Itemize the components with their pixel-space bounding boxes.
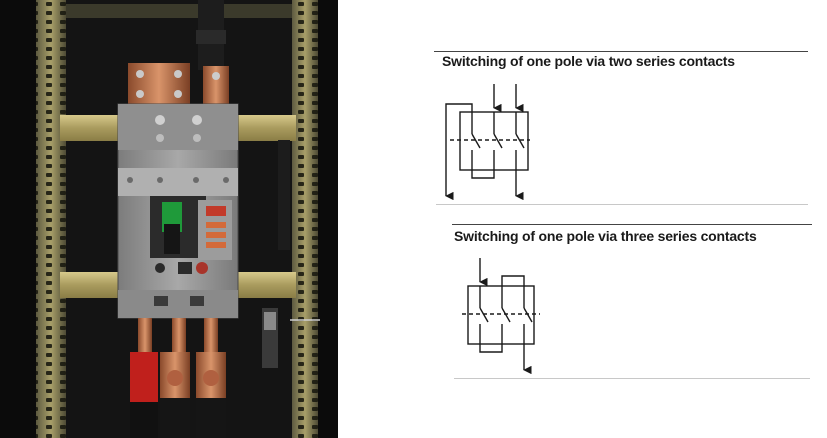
switch-contact-icon xyxy=(501,307,511,323)
red-cable-sleeve xyxy=(130,352,158,402)
schematic-two-series-contacts xyxy=(445,84,530,201)
section-divider-top xyxy=(434,51,808,52)
section-divider-second xyxy=(452,224,812,225)
cabinet-post-right xyxy=(292,0,318,438)
switch-contact-icon xyxy=(493,133,503,149)
circuit-breaker xyxy=(117,103,239,319)
outgoing-terminals xyxy=(130,318,226,438)
schematic-panel: Switching of one pole via two series con… xyxy=(338,0,827,438)
schematic-three-series-contacts xyxy=(462,258,540,374)
switch-contact-icon xyxy=(523,307,533,323)
switch-contact-icon xyxy=(515,133,525,149)
cabinet-post-left xyxy=(36,0,66,438)
busbar-top-left xyxy=(128,63,190,105)
section-title-two-contacts: Switching of one pole via two series con… xyxy=(442,53,735,69)
section-divider-mid xyxy=(436,204,808,205)
section-title-three-contacts: Switching of one pole via three series c… xyxy=(454,228,757,244)
breaker-cabinet-photo xyxy=(0,0,338,438)
switch-contact-icon xyxy=(479,307,489,323)
switch-contact-icon xyxy=(471,133,481,149)
section-divider-bottom xyxy=(454,378,810,379)
